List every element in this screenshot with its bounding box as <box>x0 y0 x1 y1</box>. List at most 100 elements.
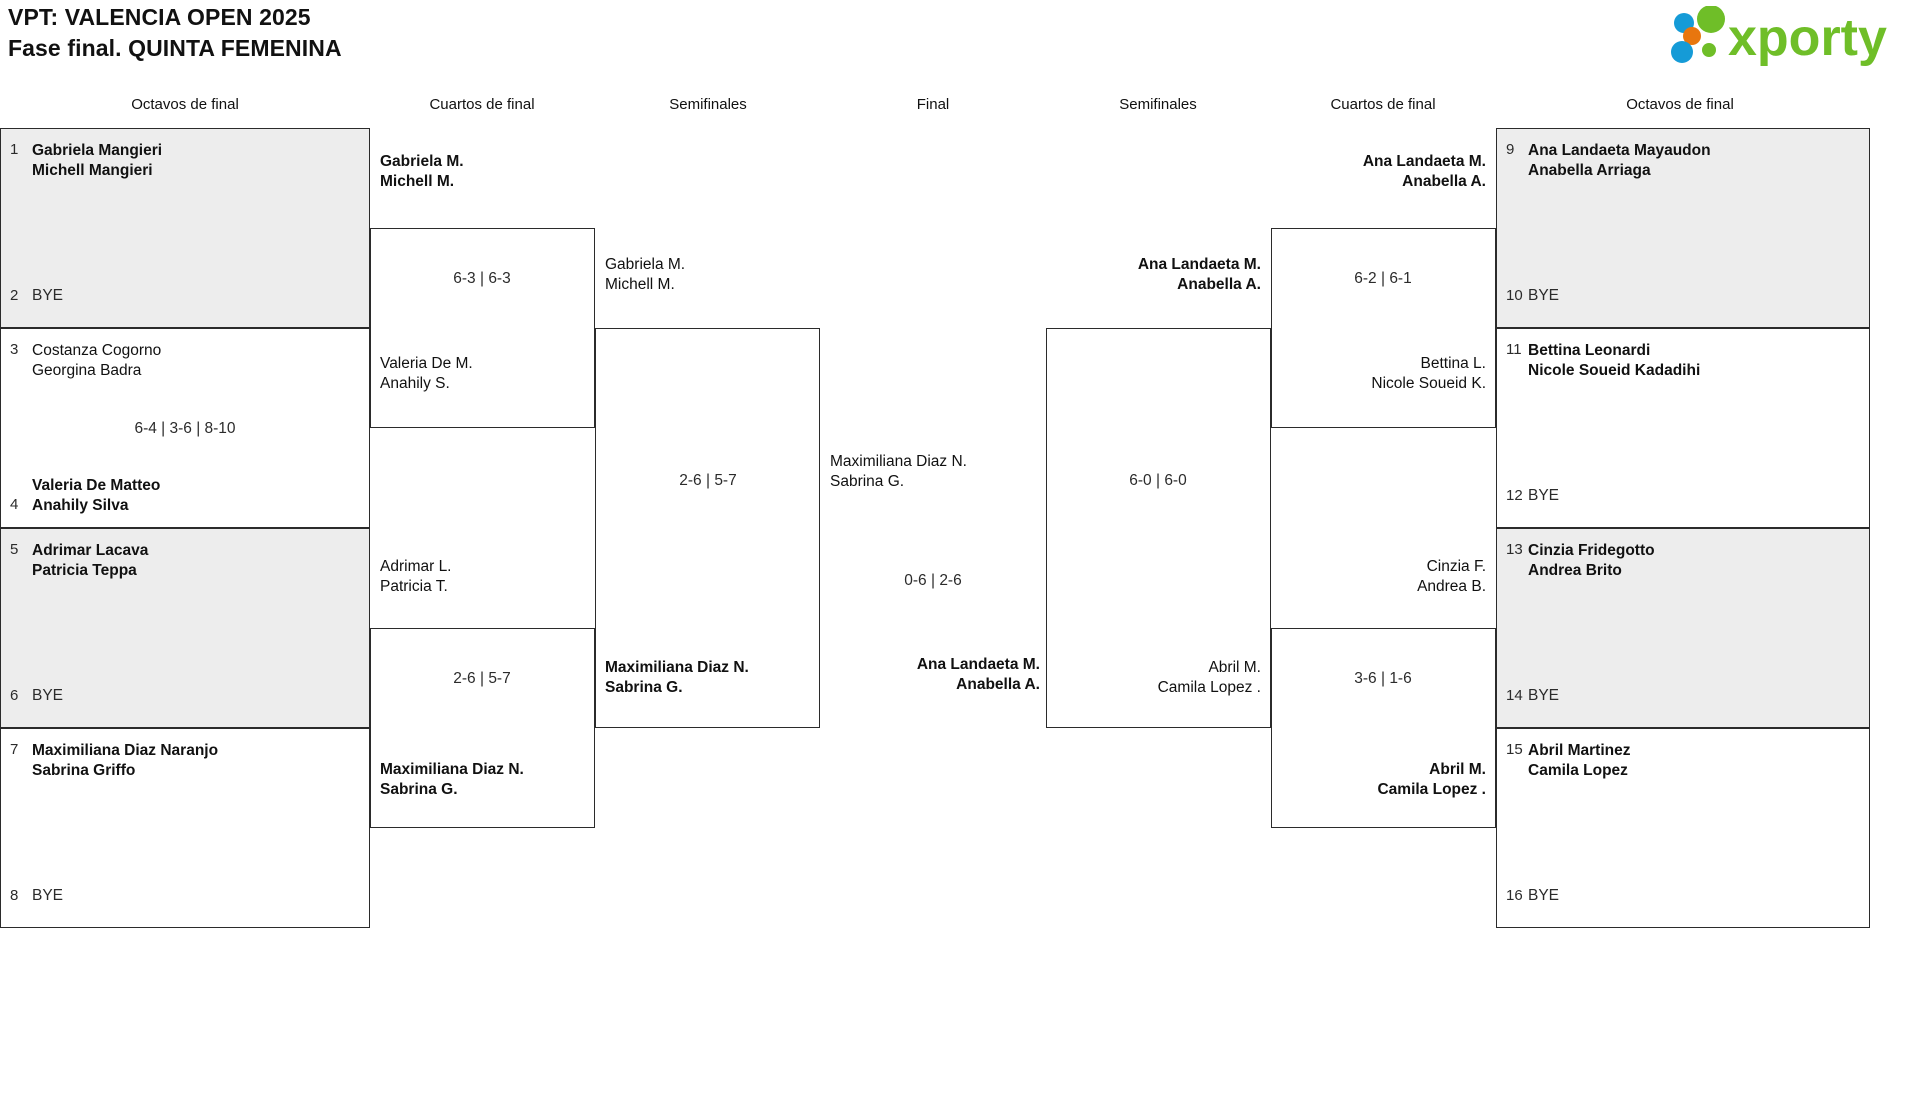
bye-label: BYE <box>32 887 64 904</box>
score-final: 0-6 | 2-6 <box>904 572 962 589</box>
round-header-right-sf: Semifinales <box>1119 96 1197 113</box>
round-header-right-qf: Cuartos de final <box>1330 96 1436 113</box>
advancer-left-sf-top: Gabriela M. Michell M. <box>605 256 686 293</box>
score-left-sf: 2-6 | 5-7 <box>679 472 737 489</box>
entry-seed-4[interactable]: 4 Valeria De Matteo Anahily Silva <box>1 476 369 515</box>
seed-number: 1 <box>10 141 19 158</box>
xporty-logo-svg: xporty <box>1671 6 1887 67</box>
seed-number: 12 <box>1506 487 1523 504</box>
match-box-right-qf-2[interactable] <box>1271 628 1496 828</box>
match-box-left-r16-1[interactable]: 1 Gabriela Mangieri Michell Mangieri 2 B… <box>0 128 370 328</box>
entry-seed-2[interactable]: 2 BYE <box>1 287 63 306</box>
page-title: VPT: VALENCIA OPEN 2025 Fase final. QUIN… <box>8 2 342 63</box>
player-names: Maximiliana Diaz Naranjo Sabrina Griffo <box>32 742 219 779</box>
match-box-right-r16-3[interactable]: 13 Cinzia Fridegotto Andrea Brito 14 BYE <box>1496 528 1870 728</box>
match-box-left-r16-2[interactable]: 3 Costanza Cogorno Georgina Badra 4 Vale… <box>0 328 370 528</box>
seed-number: 5 <box>10 541 19 558</box>
entry-seed-9[interactable]: 9 Ana Landaeta Mayaudon Anabella Arriaga <box>1497 141 1869 180</box>
seed-number: 9 <box>1506 141 1515 158</box>
logo-dot-orange <box>1683 27 1701 45</box>
entry-seed-3[interactable]: 3 Costanza Cogorno Georgina Badra <box>1 341 369 380</box>
match-box-left-qf-2[interactable] <box>370 628 595 828</box>
entry-seed-13[interactable]: 13 Cinzia Fridegotto Andrea Brito <box>1497 541 1869 580</box>
player-names: Ana Landaeta Mayaudon Anabella Arriaga <box>1528 142 1711 179</box>
entry-seed-6[interactable]: 6 BYE <box>1 687 63 706</box>
player-names: Cinzia Fridegotto Andrea Brito <box>1528 542 1655 579</box>
logo-wordmark: xporty <box>1728 9 1887 67</box>
advancer-left-qf-1-top: Gabriela M. Michell M. <box>380 153 464 190</box>
advancer-right-qf-2-bottom: Abril M. Camila Lopez . <box>1377 761 1486 798</box>
advancer-left-qf-2-top: Adrimar L. Patricia T. <box>380 558 452 595</box>
seed-number: 6 <box>10 687 19 704</box>
entry-seed-14[interactable]: 14 BYE <box>1497 687 1559 706</box>
entry-seed-11[interactable]: 11 Bettina Leonardi Nicole Soueid Kadadi… <box>1497 341 1869 380</box>
entry-seed-15[interactable]: 15 Abril Martinez Camila Lopez <box>1497 741 1869 780</box>
player-names: Valeria De Matteo Anahily Silva <box>32 477 161 514</box>
player-names: Adrimar Lacava Patricia Teppa <box>32 542 149 579</box>
score-left-qf-2: 2-6 | 5-7 <box>453 670 511 687</box>
score-left-r16-2: 6-4 | 3-6 | 8-10 <box>134 420 236 437</box>
bye-label: BYE <box>1528 887 1560 904</box>
entry-seed-5[interactable]: 5 Adrimar Lacava Patricia Teppa <box>1 541 369 580</box>
seed-number: 15 <box>1506 741 1523 758</box>
player-names: Abril Martinez Camila Lopez <box>1528 742 1631 779</box>
entry-seed-16[interactable]: 16 BYE <box>1497 887 1559 906</box>
seed-number: 16 <box>1506 887 1523 904</box>
advancer-right-qf-2-top: Cinzia F. Andrea B. <box>1417 558 1486 595</box>
advancer-left-qf-2-bottom: Maximiliana Diaz N. Sabrina G. <box>380 761 524 798</box>
advancer-right-sf-bottom: Abril M. Camila Lopez . <box>1157 659 1261 696</box>
logo-dot-blue-bottom <box>1671 41 1693 63</box>
score-left-qf-1: 6-3 | 6-3 <box>453 270 511 287</box>
xporty-logo: xporty <box>1666 6 1906 68</box>
match-box-right-r16-1[interactable]: 9 Ana Landaeta Mayaudon Anabella Arriaga… <box>1496 128 1870 328</box>
entry-seed-7[interactable]: 7 Maximiliana Diaz Naranjo Sabrina Griff… <box>1 741 369 780</box>
match-box-left-r16-4[interactable]: 7 Maximiliana Diaz Naranjo Sabrina Griff… <box>0 728 370 928</box>
seed-number: 11 <box>1506 341 1522 358</box>
seed-number: 7 <box>10 741 19 758</box>
advancer-right-sf-top: Ana Landaeta M. Anabella A. <box>1137 256 1261 293</box>
title-line-2: Fase final. QUINTA FEMENINA <box>8 34 342 61</box>
advancer-left-qf-1-bottom: Valeria De M. Anahily S. <box>380 355 473 392</box>
advancer-final-top: Maximiliana Diaz N. Sabrina G. <box>830 453 967 490</box>
match-box-right-qf-1[interactable] <box>1271 228 1496 428</box>
entry-seed-1[interactable]: 1 Gabriela Mangieri Michell Mangieri <box>1 141 369 180</box>
seed-number: 8 <box>10 887 19 904</box>
match-box-right-r16-4[interactable]: 15 Abril Martinez Camila Lopez 16 BYE <box>1496 728 1870 928</box>
bye-label: BYE <box>1528 487 1560 504</box>
score-right-qf-2: 3-6 | 1-6 <box>1354 670 1412 687</box>
player-names: Gabriela Mangieri Michell Mangieri <box>32 142 163 179</box>
logo-dot-green-small <box>1702 43 1716 57</box>
score-right-sf: 6-0 | 6-0 <box>1129 472 1187 489</box>
advancer-left-sf-bottom: Maximiliana Diaz N. Sabrina G. <box>605 659 749 696</box>
round-header-right-r16: Octavos de final <box>1626 96 1734 113</box>
round-header-left-r16: Octavos de final <box>131 96 239 113</box>
match-box-left-sf[interactable] <box>595 328 820 728</box>
advancer-final-bottom: Ana Landaeta M. Anabella A. <box>916 656 1040 693</box>
bye-label: BYE <box>32 687 64 704</box>
match-box-right-sf[interactable] <box>1046 328 1271 728</box>
seed-number: 13 <box>1506 541 1523 558</box>
player-names: Costanza Cogorno Georgina Badra <box>32 342 162 379</box>
title-line-1: VPT: VALENCIA OPEN 2025 <box>8 4 311 30</box>
seed-number: 10 <box>1506 287 1523 304</box>
bye-label: BYE <box>1528 687 1560 704</box>
logo-dot-green-large <box>1697 6 1725 33</box>
advancer-right-qf-1-top: Ana Landaeta M. Anabella A. <box>1362 153 1486 190</box>
match-box-right-r16-2[interactable]: 11 Bettina Leonardi Nicole Soueid Kadadi… <box>1496 328 1870 528</box>
entry-seed-12[interactable]: 12 BYE <box>1497 487 1559 506</box>
entry-seed-8[interactable]: 8 BYE <box>1 887 63 906</box>
match-box-left-r16-3[interactable]: 5 Adrimar Lacava Patricia Teppa 6 BYE <box>0 528 370 728</box>
advancer-right-qf-1-bottom: Bettina L. Nicole Soueid K. <box>1371 355 1486 392</box>
seed-number: 2 <box>10 287 19 304</box>
entry-seed-10[interactable]: 10 BYE <box>1497 287 1559 306</box>
bye-label: BYE <box>32 287 64 304</box>
seed-number: 4 <box>10 496 19 514</box>
round-header-final: Final <box>916 96 950 113</box>
seed-number: 3 <box>10 341 19 358</box>
match-box-left-qf-1[interactable] <box>370 228 595 428</box>
bye-label: BYE <box>1528 287 1560 304</box>
player-names: Bettina Leonardi Nicole Soueid Kadadihi <box>1528 342 1701 379</box>
round-header-left-sf: Semifinales <box>669 96 747 113</box>
seed-number: 14 <box>1506 687 1523 704</box>
score-right-qf-1: 6-2 | 6-1 <box>1354 270 1412 287</box>
